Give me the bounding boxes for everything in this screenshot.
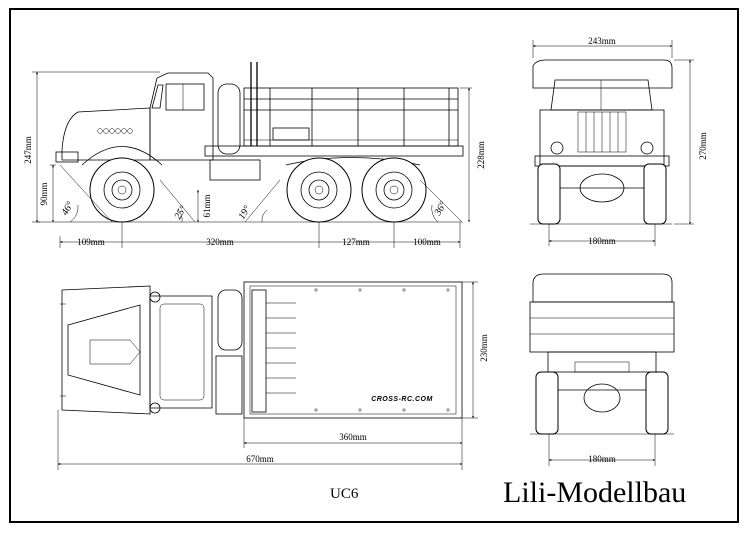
label-rear-track: 180mm xyxy=(588,454,616,464)
rear-canopy xyxy=(532,273,673,303)
front-right-wheel xyxy=(643,163,667,225)
top-dimensions xyxy=(57,281,478,470)
side-hood xyxy=(61,107,151,161)
top-cargo-bed xyxy=(243,281,463,419)
side-cab xyxy=(149,72,214,161)
label-front-width: 243mm xyxy=(588,36,616,46)
side-view xyxy=(36,62,464,223)
label-breakover-front: 25° xyxy=(173,204,190,222)
front-bumper xyxy=(534,155,670,167)
side-chassis xyxy=(204,145,464,157)
front-canopy xyxy=(532,59,673,89)
rear-left-wheel xyxy=(535,371,559,435)
label-breakover-rear: 19° xyxy=(237,204,254,222)
top-chassis-front xyxy=(61,285,151,415)
top-view xyxy=(60,281,463,419)
label-side-wheelbase-front: 320mm xyxy=(206,237,234,247)
label-front-track: 180mm xyxy=(588,236,616,246)
side-dimensions xyxy=(32,71,472,248)
side-rear-wheel xyxy=(361,157,427,223)
side-middle-wheel xyxy=(286,157,352,223)
front-view xyxy=(530,59,673,225)
label-side-body-height: 228mm xyxy=(476,141,486,169)
label-side-wheelbase-rear: 127mm xyxy=(342,237,370,247)
rear-view xyxy=(529,273,675,435)
front-windshield xyxy=(550,79,653,111)
label-side-axle-height: 61mm xyxy=(202,194,212,217)
top-cab xyxy=(149,295,213,409)
rear-dimensions xyxy=(548,434,656,466)
side-grille xyxy=(97,128,133,134)
model-code: UC6 xyxy=(330,486,359,502)
front-left-wheel xyxy=(537,163,561,225)
label-top-bed-length: 360mm xyxy=(339,432,367,442)
label-front-height: 270mm xyxy=(698,132,708,160)
bed-print-text: CROSS-RC.COM xyxy=(371,396,433,403)
label-side-front-overhang: 109mm xyxy=(77,237,105,247)
label-top-bed-width: 230mm xyxy=(479,334,489,362)
side-cargo-bed xyxy=(243,87,459,147)
label-departure-angle: 36° xyxy=(432,200,449,218)
label-top-total-length: 670mm xyxy=(246,454,274,464)
drawing-frame xyxy=(9,8,739,523)
rear-tailgate xyxy=(529,301,675,353)
top-spare-wheel xyxy=(217,289,243,351)
rear-right-wheel xyxy=(645,371,669,435)
label-side-height: 247mm xyxy=(23,136,33,164)
side-spare-wheel xyxy=(217,83,241,155)
top-hood xyxy=(67,304,141,396)
label-approach-angle: 46° xyxy=(60,200,77,218)
side-front-wheel xyxy=(89,157,155,223)
brand-title: Lili-Modellbau xyxy=(503,476,687,509)
front-dimensions xyxy=(532,40,694,246)
label-side-ground-clearance: 90mm xyxy=(39,182,49,205)
label-side-rear-overhang: 100mm xyxy=(413,237,441,247)
dimension-labels: 247mm 90mm 228mm 61mm 109mm 320mm 127mm … xyxy=(23,36,708,464)
